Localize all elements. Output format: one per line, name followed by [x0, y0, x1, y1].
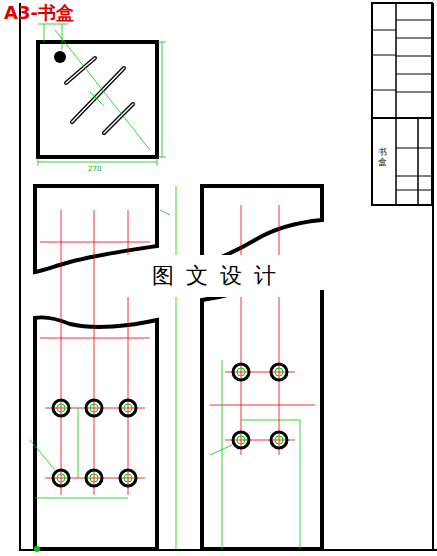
lid-part — [38, 24, 166, 166]
side-panel — [202, 186, 322, 549]
frame — [20, 3, 437, 551]
drawing-title: A3-书盒 — [4, 1, 74, 25]
title-block — [372, 3, 432, 205]
dimension: 270 — [88, 165, 101, 173]
side-panel — [30, 186, 176, 549]
title-block-cell: 书盒 — [378, 148, 387, 168]
watermark: 图文设计 — [152, 261, 288, 291]
watermark-band — [120, 255, 320, 297]
